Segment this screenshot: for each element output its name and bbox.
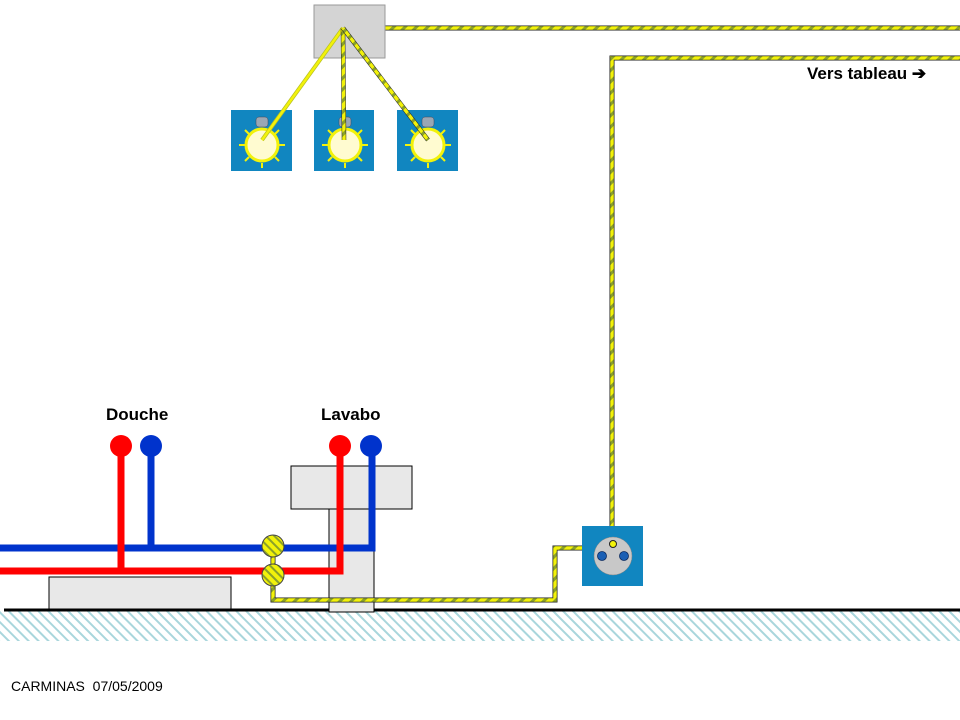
light-rays-icon — [405, 129, 451, 168]
outlet-earth-pin — [609, 540, 617, 548]
floor — [0, 608, 960, 641]
cold-tap-shower — [140, 435, 162, 457]
lighting-wires — [260, 26, 430, 142]
cold-tap-sink — [360, 435, 382, 457]
wire-light-2 — [341, 27, 346, 141]
hot-tap-sink — [329, 435, 351, 457]
label-douche: Douche — [106, 405, 168, 424]
earth-clamp-hot — [261, 563, 285, 587]
sink-pedestal — [328, 507, 375, 613]
earth-wires — [270, 25, 960, 603]
socket-outlet — [582, 526, 643, 586]
outlet-pin-left — [597, 551, 607, 561]
earth-clamp-cold — [261, 534, 285, 558]
outlet-pin-right — [619, 551, 629, 561]
wire-light-3 — [341, 26, 430, 142]
hot-pipe-main — [0, 447, 344, 575]
sink — [290, 465, 413, 613]
light-1 — [231, 110, 292, 171]
light-rays-icon — [322, 129, 368, 168]
floor-hatch — [0, 611, 960, 641]
bulb-socket-icon — [255, 116, 269, 128]
label-vers-tableau: Vers tableau ➔ — [807, 64, 926, 83]
hot-water-pipe — [0, 435, 351, 575]
shower-tray — [48, 576, 232, 610]
hot-tap-shower — [110, 435, 132, 457]
light-2 — [314, 110, 374, 171]
bulb-icon — [410, 127, 446, 163]
light-3 — [397, 110, 458, 171]
bulb-socket-icon — [421, 116, 435, 128]
label-lavabo: Lavabo — [321, 405, 381, 424]
bulb-icon — [244, 127, 280, 163]
light-rays-icon — [239, 129, 285, 168]
earth-wire-to-panel — [610, 56, 960, 548]
outlet-face — [593, 536, 633, 576]
sink-basin — [290, 465, 413, 510]
footer-credit: CARMINAS 07/05/2009 — [11, 678, 163, 694]
